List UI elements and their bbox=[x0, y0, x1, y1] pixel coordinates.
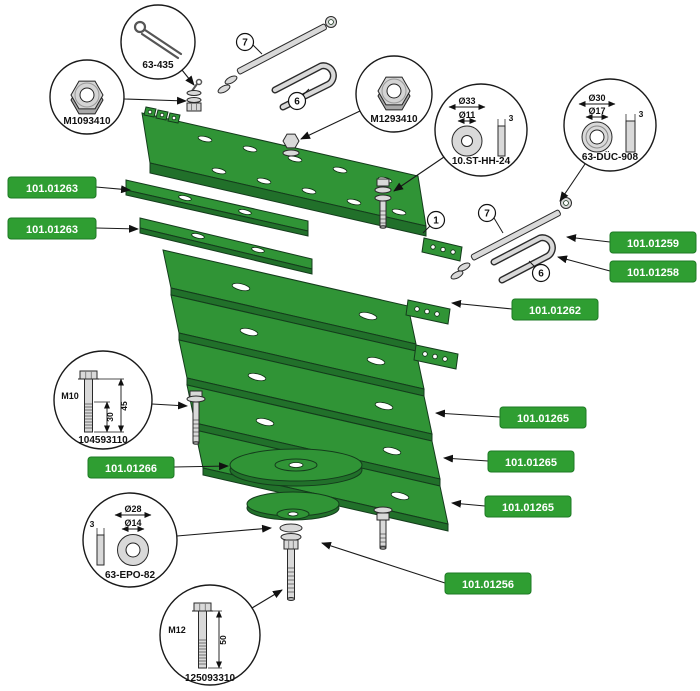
part-label-text: 101.01258 bbox=[627, 267, 679, 279]
part-label-101-01262[interactable]: 101.01262 bbox=[511, 298, 599, 321]
balloon-6-right bbox=[531, 263, 551, 283]
callout-bushing: Ø30 Ø17 3 63-DÜC-908 bbox=[563, 78, 657, 172]
callout-flat-washer: Ø33 Ø11 3 10.ST-HH-24 bbox=[434, 83, 528, 177]
bolt-m12-size: M12 bbox=[168, 625, 186, 635]
callout-bolt-m12: M12 50 125093310 bbox=[159, 584, 261, 686]
part-label-101-01263-a[interactable]: 101.01263 bbox=[7, 176, 97, 199]
bolt-m10-thread-length: 30 bbox=[105, 412, 115, 422]
cotter-pin-part-number: 63-435 bbox=[142, 60, 174, 71]
deck-plate bbox=[141, 106, 463, 262]
balloon-7-top-number: 7 bbox=[242, 38, 248, 49]
special-washer-outer-dia: Ø28 bbox=[124, 504, 141, 514]
blade-plate-2 bbox=[170, 294, 459, 397]
part-label-101-01265-c[interactable]: 101.01265 bbox=[484, 495, 572, 518]
special-washer-part-number: 63-EPO-82 bbox=[105, 570, 155, 581]
leader-arrows bbox=[95, 69, 611, 609]
top-pin-assembly bbox=[217, 16, 337, 111]
flat-washer-inner-dia: Ø11 bbox=[459, 110, 476, 120]
callout-special-washer: Ø28 Ø14 3 63-EPO-82 bbox=[82, 492, 178, 588]
m10-bolt-on-assembly bbox=[186, 390, 206, 445]
balloon-7-right bbox=[477, 203, 497, 223]
hex-nut-small-part-number: M1093410 bbox=[63, 116, 111, 127]
part-label-101-01266[interactable]: 101.01266 bbox=[87, 456, 175, 479]
special-washer-thickness: 3 bbox=[90, 519, 95, 529]
balloon-6-top bbox=[287, 91, 307, 111]
hex-nut-large-part-number: M1293410 bbox=[370, 114, 418, 125]
bolt-m10-total-length: 45 bbox=[119, 401, 129, 411]
blade-plate-1 bbox=[162, 249, 451, 352]
bushing-thickness: 3 bbox=[639, 109, 644, 119]
part-label-text: 101.01263 bbox=[26, 183, 78, 195]
balloon-6-top-number: 6 bbox=[294, 97, 300, 108]
part-label-text: 101.01259 bbox=[627, 238, 679, 250]
top-hook bbox=[272, 63, 336, 110]
part-label-text: 101.01263 bbox=[26, 224, 78, 236]
bolt-washer-stack-right bbox=[374, 178, 392, 229]
bushing-part-number: 63-DÜC-908 bbox=[582, 150, 639, 163]
part-label-101-01256[interactable]: 101.01256 bbox=[444, 572, 532, 595]
part-label-101-01259[interactable]: 101.01259 bbox=[609, 231, 697, 254]
bolt-m10-part-number: 104593110 bbox=[78, 435, 128, 446]
blade-plate-3 bbox=[178, 339, 433, 442]
right-hook bbox=[491, 235, 555, 283]
bolt-m12-length: 50 bbox=[218, 635, 228, 645]
support-discs bbox=[229, 448, 363, 521]
callout-bolt-m10: M10 30 45 104593110 bbox=[53, 350, 153, 450]
special-washer-inner-dia: Ø14 bbox=[124, 518, 141, 528]
part-label-text: 101.01265 bbox=[502, 502, 554, 514]
part-label-text: 101.01265 bbox=[517, 413, 569, 425]
hardware bbox=[186, 16, 572, 601]
m12-bolt-on-assembly bbox=[279, 523, 303, 601]
bushing-inner-dia: Ø17 bbox=[588, 106, 605, 116]
balloon-1-number: 1 bbox=[433, 216, 439, 227]
part-label-text: 101.01266 bbox=[105, 463, 157, 475]
part-label-text: 101.01262 bbox=[529, 305, 581, 317]
part-label-text: 101.01256 bbox=[462, 579, 514, 591]
item-balloons: 7 6 7 6 1 bbox=[235, 32, 551, 283]
callout-hex-nut-large: M1293410 bbox=[355, 55, 433, 133]
flat-washer-part-number: 10.ST-HH-24 bbox=[452, 156, 511, 167]
balloon-1 bbox=[426, 210, 446, 230]
part-label-101-01258[interactable]: 101.01258 bbox=[609, 260, 697, 283]
flat-washer-thickness: 3 bbox=[509, 113, 514, 123]
flat-washer-outer-dia: Ø33 bbox=[458, 96, 475, 106]
nut-stack-center bbox=[282, 133, 300, 157]
bushing-outer-dia: Ø30 bbox=[588, 93, 605, 103]
balloon-6-right-number: 6 bbox=[538, 269, 544, 280]
part-label-101-01263-b[interactable]: 101.01263 bbox=[7, 217, 97, 240]
right-pin-assembly bbox=[450, 197, 572, 284]
bolt-m10-size: M10 bbox=[61, 391, 79, 401]
part-number-labels: 101.01263 101.01263 101.01259 101.01258 … bbox=[7, 176, 697, 595]
washer-nut-stack-left bbox=[186, 78, 203, 112]
callout-hex-nut-small: M1093410 bbox=[49, 59, 125, 135]
balloon-7-right-number: 7 bbox=[484, 209, 490, 220]
callout-cotter-pin: 63-435 bbox=[120, 4, 196, 80]
balloon-7-top bbox=[235, 32, 255, 52]
short-bolt-lower-right bbox=[373, 506, 393, 550]
scraper-bar-bottom bbox=[139, 217, 313, 275]
bolt-m12-part-number: 125093310 bbox=[185, 673, 235, 684]
part-label-101-01265-a[interactable]: 101.01265 bbox=[499, 406, 587, 429]
part-label-text: 101.01265 bbox=[505, 457, 557, 469]
part-label-101-01265-b[interactable]: 101.01265 bbox=[487, 450, 575, 473]
